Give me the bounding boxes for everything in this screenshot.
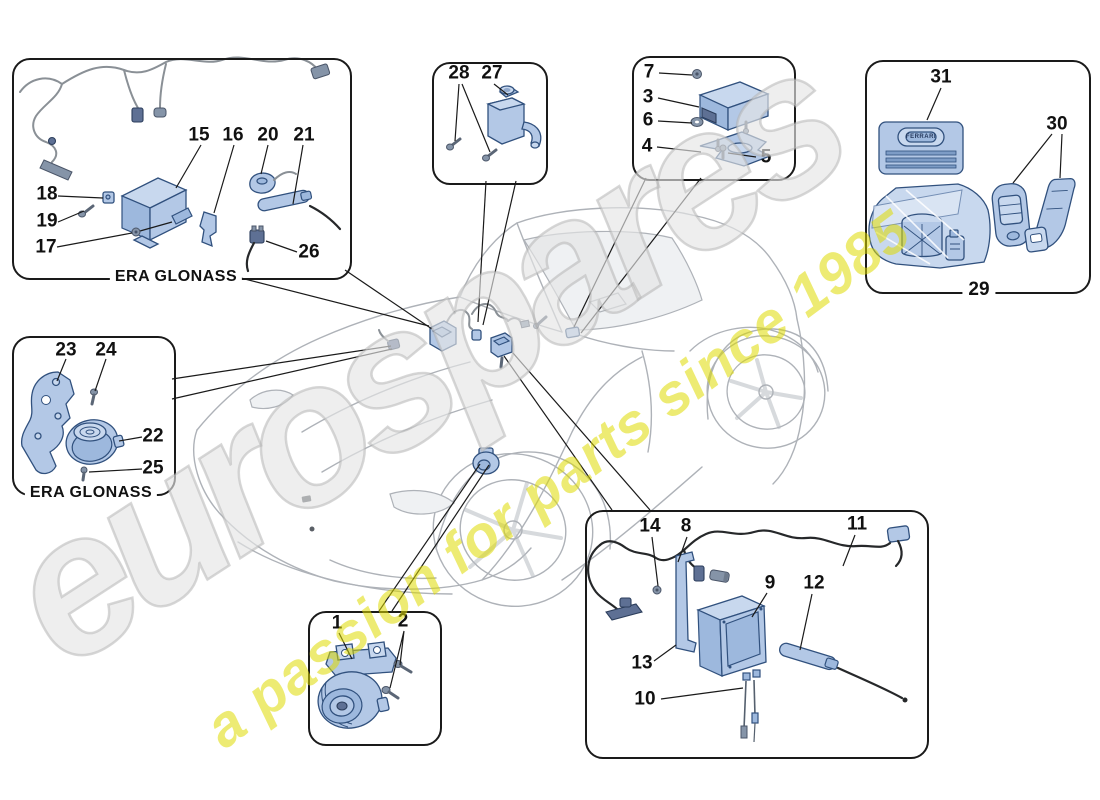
callout-31: 31 [930,66,952,88]
group-box-horn [308,611,442,746]
callout-22: 22 [142,425,164,447]
callout-20: 20 [257,124,279,146]
callout-9: 9 [764,572,776,594]
callout-3: 3 [642,86,654,108]
callout-26: 26 [298,241,320,263]
callout-21: 21 [293,124,315,146]
callout-2: 2 [397,610,409,632]
era-glonass-side-parts [20,358,143,482]
callout-1: 1 [331,612,343,634]
callout-12: 12 [803,572,825,594]
callout-23: 23 [55,339,77,361]
group-box-ecu [632,56,796,181]
era-glonass-top-parts [19,56,342,273]
era-glonass-side-label: ERA GLONASS [24,484,158,502]
callout-25: 25 [142,457,164,479]
callout-10: 10 [634,688,656,710]
callout-6: 6 [642,109,654,131]
callout-14: 14 [639,515,661,537]
telematics-parts [587,525,911,743]
callout-24: 24 [95,339,117,361]
callout-8: 8 [680,515,692,537]
ferrari-card-text: FERRARI [905,134,937,140]
key-kit-parts [868,87,1076,269]
ecu-parts [656,69,772,167]
leader-lines-box-to-car [171,177,702,612]
car-mounted-parts [378,303,581,475]
group-box-reservoir [432,62,548,185]
car-illustration [193,207,829,608]
rear-wheel [706,335,826,449]
callout-30: 30 [1046,113,1068,135]
reservoir-parts [446,83,542,162]
front-wheel [432,452,594,608]
callout-29: 29 [962,279,996,301]
callout-15: 15 [188,124,210,146]
callout-13: 13 [631,652,653,674]
callout-19: 19 [36,210,58,232]
era-glonass-top-label: ERA GLONASS [109,268,243,286]
callout-11: 11 [846,513,868,535]
callout-4: 4 [641,135,653,157]
group-box-key-kit [865,60,1091,294]
group-box-telematics [585,510,929,759]
horn-parts [317,630,413,729]
callout-7: 7 [643,61,655,83]
callout-28: 28 [448,62,470,84]
callout-18: 18 [36,183,58,205]
callout-27: 27 [481,62,503,84]
callout-17: 17 [35,236,57,258]
callout-5: 5 [760,146,772,168]
callout-16: 16 [222,124,244,146]
